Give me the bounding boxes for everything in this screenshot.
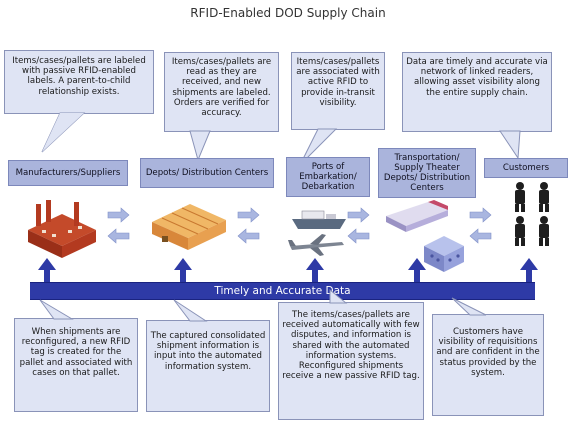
ship-icon — [292, 210, 346, 229]
stage-customers-label: Customers — [502, 163, 550, 173]
callout-receiving-text: Items/cases/pallets are read as they are… — [171, 57, 272, 119]
up-arrow-2 — [174, 258, 192, 282]
callout-customer-visibility-text: Customers have visibility of requisition… — [436, 327, 540, 378]
stage-theater: Transportation/ Supply Theater Depots/ D… — [378, 148, 476, 198]
soldiers-icon — [515, 182, 549, 246]
stage-ports: Ports of Embarkation/ Debarkation — [286, 157, 370, 197]
depot-building-icon — [152, 204, 226, 250]
up-arrow-1 — [38, 258, 56, 282]
up-arrow-3 — [306, 258, 324, 282]
aircraft-icon — [288, 234, 344, 256]
stage-depots: Depots/ Distribution Centers — [140, 158, 274, 188]
callout-automatic-receipt: The items/cases/pallets are received aut… — [278, 302, 424, 420]
flow-arrow-left-3 — [347, 228, 370, 244]
callout-labeling: Items/cases/pallets are labeled with pas… — [4, 50, 154, 114]
flow-arrow-left-1 — [107, 228, 130, 244]
truck-icon — [386, 200, 448, 232]
stage-depots-label: Depots/ Distribution Centers — [145, 168, 269, 178]
callout-reconfigured-text: When shipments are reconfigured, a new R… — [19, 327, 133, 378]
diagram-title: RFID-Enabled DOD Supply Chain — [190, 6, 386, 20]
flow-arrow-left-4 — [469, 228, 492, 244]
timely-data-banner: Timely and Accurate Data — [30, 282, 535, 300]
container-icon — [424, 236, 464, 272]
stage-manufacturers-label: Manufacturers/Suppliers — [15, 168, 121, 178]
up-arrow-4 — [408, 258, 426, 282]
callout-data-network: Data are timely and accurate via network… — [402, 52, 552, 132]
flow-arrow-right-3 — [347, 207, 370, 223]
callout-active-rfid: Items/cases/pallets are associated with … — [291, 52, 385, 130]
up-arrow-5 — [520, 258, 538, 282]
stage-theater-label: Transportation/ Supply Theater Depots/ D… — [383, 153, 471, 193]
callout-customer-visibility: Customers have visibility of requisition… — [432, 314, 544, 416]
stage-ports-label: Ports of Embarkation/ Debarkation — [299, 162, 357, 192]
callout-data-network-text: Data are timely and accurate via network… — [406, 57, 548, 98]
callout-receiving: Items/cases/pallets are read as they are… — [164, 52, 279, 132]
callout-captured: The captured consolidated shipment infor… — [146, 320, 270, 412]
callout-active-rfid-text: Items/cases/pallets are associated with … — [296, 57, 380, 108]
stage-manufacturers: Manufacturers/Suppliers — [8, 160, 128, 186]
flow-arrow-left-2 — [237, 228, 260, 244]
flow-arrow-right-1 — [107, 207, 130, 223]
flow-arrow-right-2 — [237, 207, 260, 223]
factory-icon — [28, 200, 96, 258]
callout-captured-text: The captured consolidated shipment infor… — [150, 331, 266, 372]
callout-automatic-receipt-text: The items/cases/pallets are received aut… — [282, 310, 420, 382]
flow-arrow-right-4 — [469, 207, 492, 223]
callout-labeling-text: Items/cases/pallets are labeled with pas… — [12, 56, 146, 97]
banner-label: Timely and Accurate Data — [214, 285, 351, 297]
callout-reconfigured: When shipments are reconfigured, a new R… — [14, 318, 138, 412]
stage-customers: Customers — [484, 158, 568, 178]
